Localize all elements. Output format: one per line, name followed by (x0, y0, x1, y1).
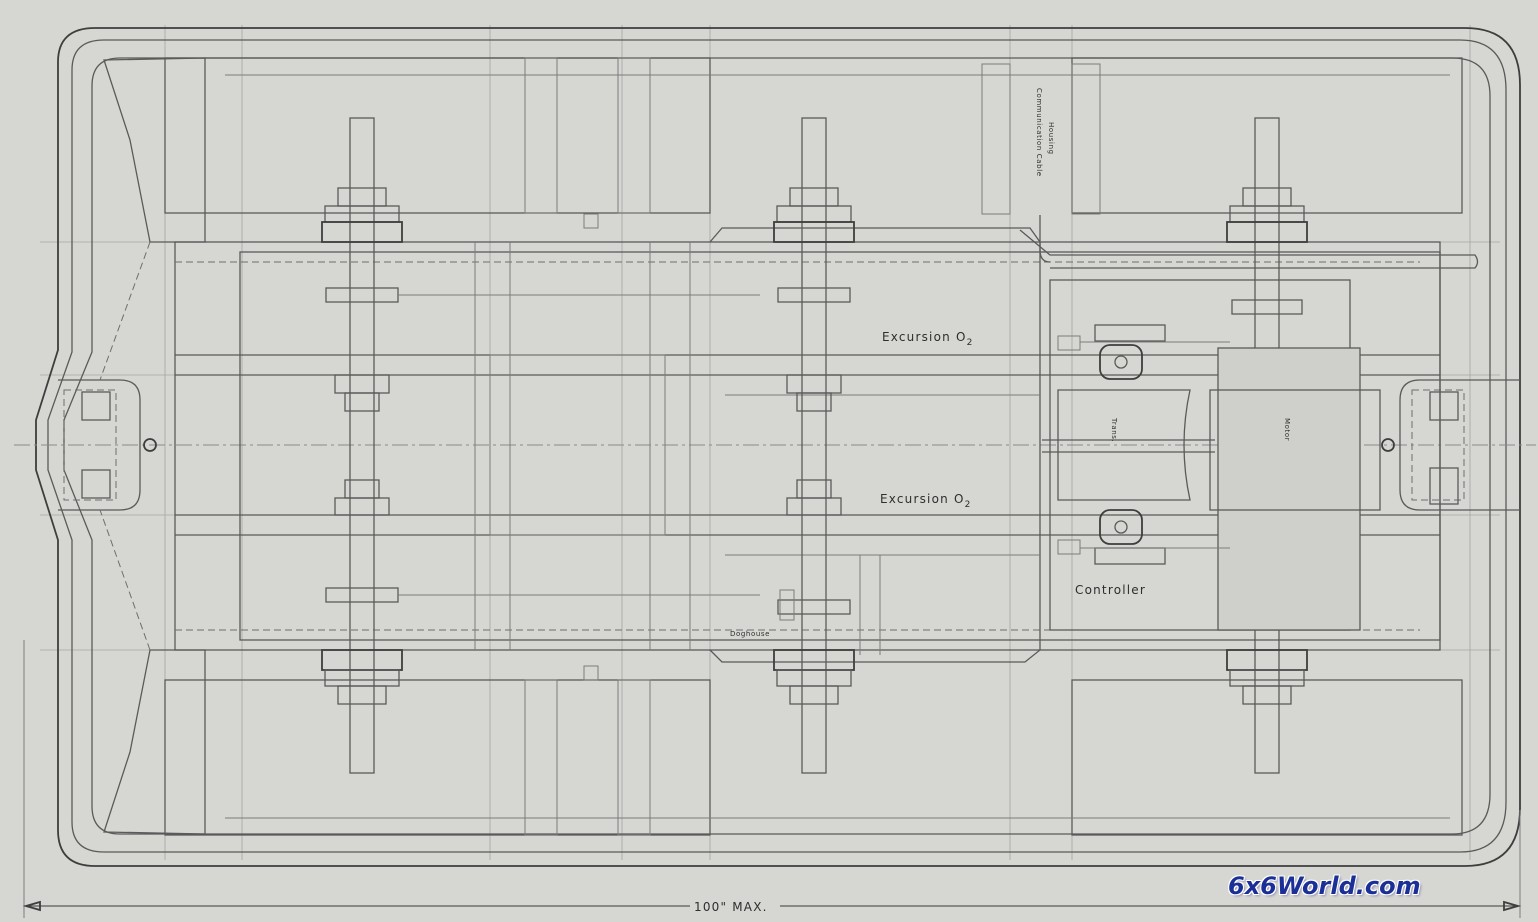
label-controller: Controller (1075, 583, 1146, 597)
label-doghouse: Doghouse (730, 630, 770, 638)
axle-1 (321, 117, 760, 774)
watermark-text: 6x6World.com (1228, 872, 1421, 900)
dimension-label: 100" MAX. (694, 900, 768, 914)
wheel-wells (164, 57, 1463, 836)
label-trans: Trans. (1110, 417, 1118, 442)
tow-eye-rear-icon (1381, 438, 1395, 452)
label-excursion-o2-upper: Excursion O2 (882, 330, 974, 348)
label-communication-cable: Communication Cable (1035, 88, 1043, 177)
annotations: Excursion O2 Excursion O2 Controller Dog… (730, 88, 1291, 638)
tow-eye-front-icon (143, 438, 157, 452)
axle-2 (773, 117, 855, 774)
transmission-body (1057, 389, 1191, 501)
motor-body (1217, 347, 1361, 631)
label-excursion-o2-lower: Excursion O2 (880, 492, 972, 510)
rear-end (1381, 379, 1520, 511)
hull-outline (14, 27, 1536, 867)
front-nose (58, 57, 206, 835)
label-motor: Motor (1283, 418, 1291, 441)
dimension-line: 100" MAX. (22, 640, 1522, 918)
drivetrain (1042, 279, 1381, 631)
label-housing: Housing (1047, 122, 1055, 155)
